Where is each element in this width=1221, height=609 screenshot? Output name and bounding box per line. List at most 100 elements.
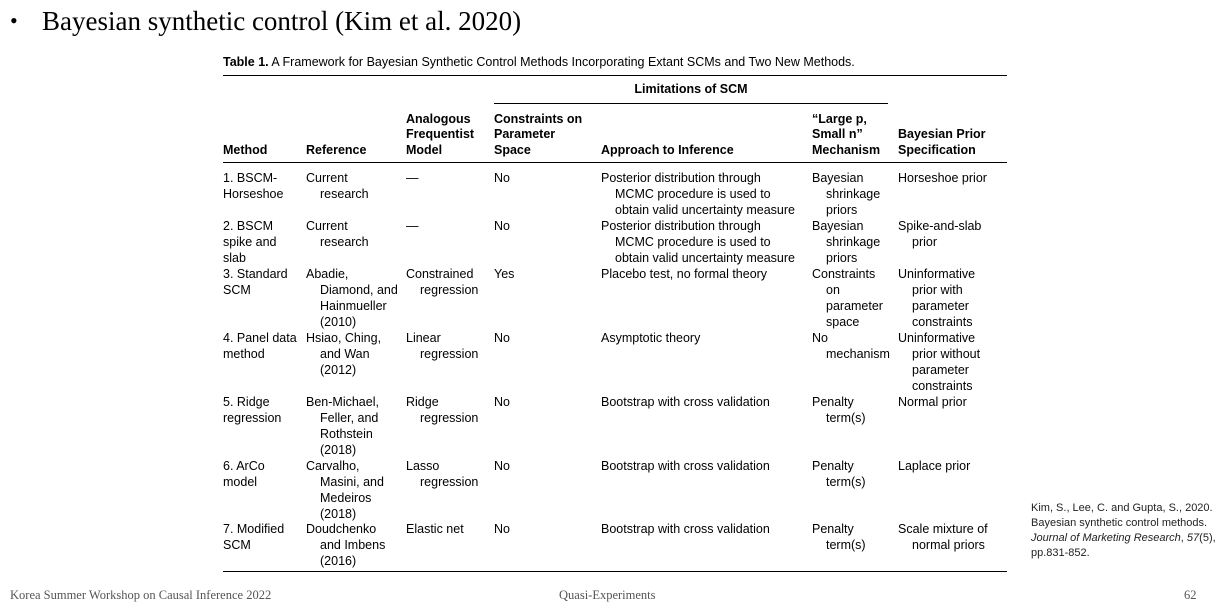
column-header-reference: Reference [306, 110, 405, 158]
table-cell-reference: Current research [306, 218, 405, 250]
table-cell-model: Lasso regression [406, 458, 493, 490]
cell-line: parameter [912, 299, 969, 313]
cell-line: Constraints [812, 267, 876, 281]
cell-line: model [223, 475, 258, 489]
cell-line: space [826, 315, 860, 329]
cell-line: Rothstein [320, 427, 373, 441]
cell-line: SCM [223, 538, 251, 552]
cell-line: prior [912, 235, 938, 249]
table-cell-constraints: No [494, 170, 600, 186]
cell-line: regression [420, 283, 479, 297]
citation-separator: , [1180, 532, 1187, 544]
limitations-group-header: Limitations of SCM [634, 82, 748, 96]
cell-line: regression [420, 475, 479, 489]
table-top-rule [223, 75, 1007, 76]
cell-line: Lasso [406, 459, 440, 473]
table-cell-prior: Laplace prior [898, 458, 1007, 474]
table-cell-model: — [406, 170, 493, 186]
cell-line: Yes [494, 267, 515, 281]
cell-line: Penalty [812, 459, 854, 473]
table-cell-inference: Bootstrap with cross validation [601, 394, 811, 410]
column-header-method: Method [223, 110, 305, 158]
cell-line: Bootstrap with cross validation [601, 395, 770, 409]
cell-line: 3. Standard [223, 267, 288, 281]
table-cell-inference: Placebo test, no formal theory [601, 266, 811, 282]
cell-line: 4. Panel data [223, 331, 297, 345]
cell-line: Medeiros [320, 491, 372, 505]
cell-line: Placebo test, no formal theory [601, 267, 768, 281]
column-header-line: Approach to Inference [601, 142, 734, 157]
cell-line: Penalty [812, 522, 854, 536]
cell-line: Laplace prior [898, 459, 971, 473]
cell-line: No [494, 171, 510, 185]
cell-line: SCM [223, 283, 251, 297]
cell-line: Bayesian [812, 171, 864, 185]
cell-line: Elastic net [406, 522, 464, 536]
table-cell-method: 1. BSCM- Horseshoe [223, 170, 305, 202]
table-bottom-rule [223, 571, 1007, 572]
cell-line: obtain valid uncertainty measure [615, 251, 795, 265]
table-caption-text: A Framework for Bayesian Synthetic Contr… [268, 55, 855, 69]
cell-line: research [320, 187, 369, 201]
cell-line: regression [420, 411, 479, 425]
cell-line: Posterior distribution through [601, 171, 761, 185]
cell-line: Abadie, [306, 267, 349, 281]
column-header-line: Space [494, 142, 531, 157]
cell-line: shrinkage [826, 187, 881, 201]
cell-line: Ben-Michael, [306, 395, 379, 409]
cell-line: 5. Ridge [223, 395, 270, 409]
cell-line: Feller, and [320, 411, 379, 425]
cell-line: 2. BSCM [223, 219, 274, 233]
column-header-line: Model [406, 142, 443, 157]
column-header-line: Small n” [812, 127, 863, 141]
cell-line: priors [826, 203, 858, 217]
citation-volume: 57 [1186, 532, 1200, 544]
cell-line: Bootstrap with cross validation [601, 522, 770, 536]
slide-title: • Bayesian synthetic control (Kim et al.… [10, 4, 521, 38]
cell-line: MCMC procedure is used to [615, 235, 771, 249]
cell-line: Current [306, 219, 348, 233]
column-header-line: Mechanism [812, 142, 881, 157]
cell-line: Current [306, 171, 348, 185]
table-cell-reference: Current research [306, 170, 405, 202]
footer-topic: Quasi-Experiments [559, 588, 656, 602]
cell-line: Masini, and [320, 475, 384, 489]
cell-line: and Wan [320, 347, 370, 361]
cell-line: — [406, 171, 419, 185]
table-cell-inference: Asymptotic theory [601, 330, 811, 346]
column-header-line: Method [223, 142, 268, 157]
cell-line: No [494, 331, 510, 345]
table-header-rule [223, 162, 1007, 163]
cell-line: (2016) [320, 554, 357, 568]
cell-line: (2018) [320, 507, 357, 521]
cell-line: 1. BSCM- [223, 171, 278, 185]
cell-line: research [320, 235, 369, 249]
cell-line: constraints [912, 379, 973, 393]
table-cell-model: — [406, 218, 493, 234]
cell-line: Asymptotic theory [601, 331, 701, 345]
citation: Kim, S., Lee, C. and Gupta, S., 2020. Ba… [1031, 501, 1216, 561]
citation-journal: Journal of Marketing Research [1031, 532, 1181, 544]
cell-line: on [826, 283, 840, 297]
cell-line: prior with [912, 283, 963, 297]
cell-line: Horseshoe [223, 187, 284, 201]
cell-line: Uninformative [898, 331, 976, 345]
table-cell-constraints: No [494, 458, 600, 474]
table-cell-constraints: No [494, 218, 600, 234]
cell-line: Linear [406, 331, 441, 345]
cell-line: (2012) [320, 363, 357, 377]
cell-line: prior without [912, 347, 981, 361]
